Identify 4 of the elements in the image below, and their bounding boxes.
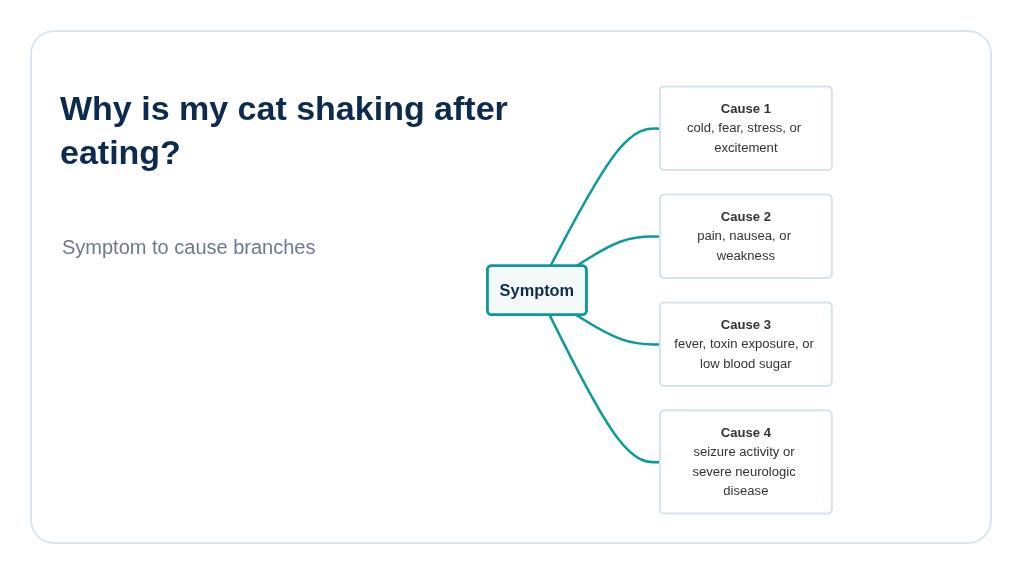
connector: [548, 314, 661, 464]
connector: [576, 314, 661, 346]
subtitle: Symptom to cause branches: [62, 236, 316, 259]
title: Why is my cat shaking after eating?: [60, 88, 509, 174]
